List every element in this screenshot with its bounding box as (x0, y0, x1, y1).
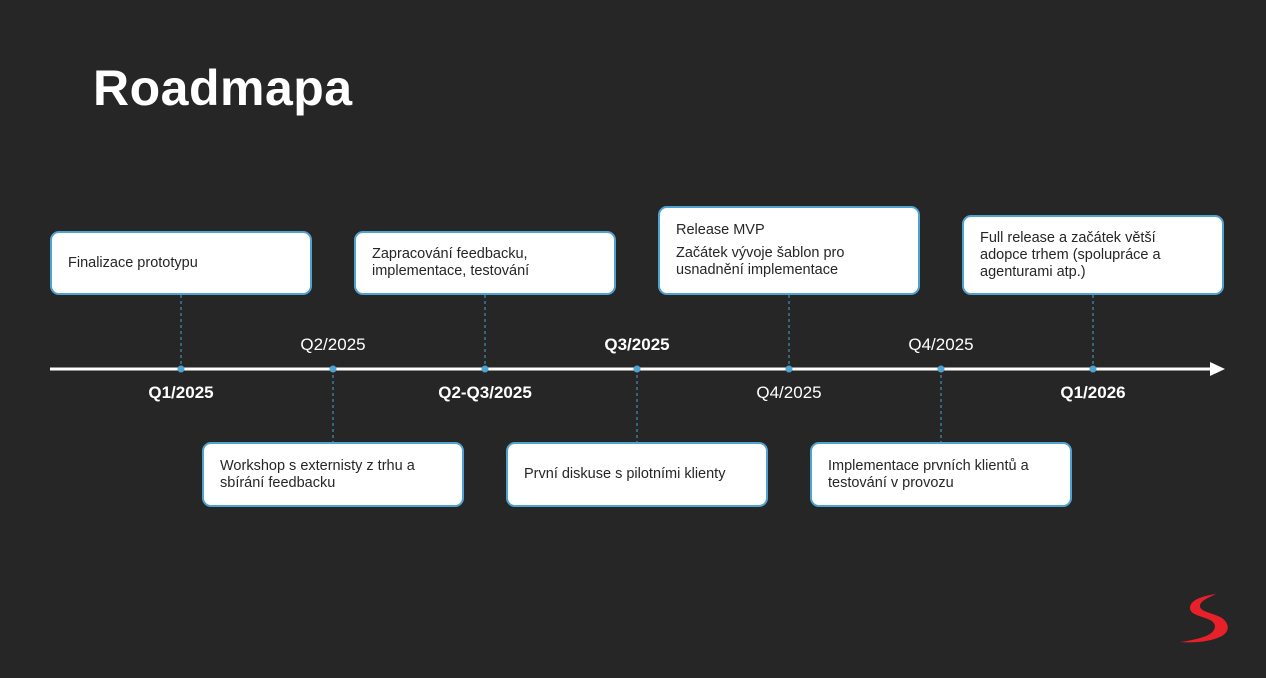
timeline-arrowhead (1210, 362, 1225, 376)
milestone-dot (785, 365, 793, 373)
milestone-text: Release MVP (676, 222, 765, 238)
milestone-card: Workshop s externisty z trhu a sbírání f… (202, 442, 464, 507)
milestone-date: Q1/2026 (1060, 383, 1126, 402)
milestone-text: Zapracování feedbacku, implementace, tes… (372, 246, 530, 279)
milestone-text: První diskuse s pilotními klienty (524, 466, 726, 482)
milestone-dot (329, 365, 337, 373)
milestone-text: Implementace prvních klientů a testování… (828, 457, 1029, 491)
milestone-date: Q2-Q3/2025 (438, 383, 532, 402)
milestone-card: Implementace prvních klientů a testování… (810, 442, 1072, 507)
milestone-date: Q4/2025 (756, 383, 822, 402)
milestone-text: Workshop s externisty z trhu a sbírání f… (220, 457, 415, 491)
page-title: Roadmapa (93, 60, 353, 116)
milestone-text: Finalizace prototypu (68, 254, 198, 271)
milestone-dot (633, 365, 641, 373)
milestone-card: Full release a začátek větší adopce trhe… (962, 215, 1224, 295)
milestone-dot (1089, 365, 1097, 373)
milestone-date: Q1/2025 (148, 383, 214, 402)
milestone-card: Zapracování feedbacku, implementace, tes… (354, 231, 616, 295)
milestone-card: Finalizace prototypu (50, 231, 312, 295)
milestone-card: Release MVP Začátek vývoje šablon pro usn… (658, 206, 920, 295)
s-swoosh-logo (1180, 594, 1228, 643)
milestone-dot (481, 365, 489, 373)
milestone-text: Začátek vývoje šablon pro usnadnění impl… (676, 245, 845, 278)
milestone-date: Q2/2025 (300, 335, 366, 354)
milestone-date: Q4/2025 (908, 335, 974, 354)
milestone-card: První diskuse s pilotními klienty (506, 442, 768, 507)
milestone-date: Q3/2025 (604, 335, 670, 354)
milestone-dot (177, 365, 185, 373)
milestone-dot (937, 365, 945, 373)
milestone-text: Full release a začátek větší adopce trhe… (980, 229, 1161, 280)
